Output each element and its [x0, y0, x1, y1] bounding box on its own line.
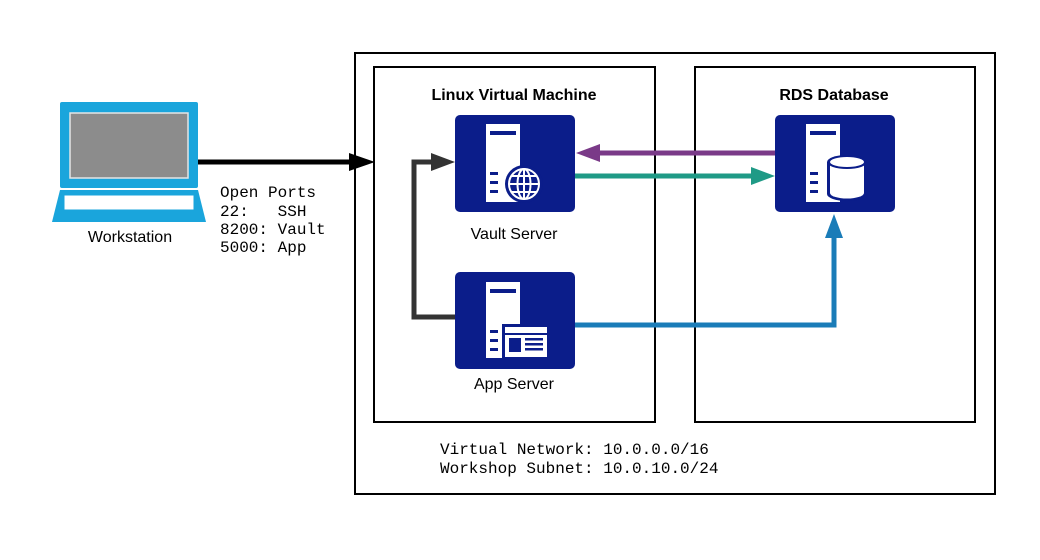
globe-icon — [508, 168, 540, 200]
vault-server-icon — [455, 115, 575, 212]
linux-vm-title: Linux Virtual Machine — [431, 87, 596, 104]
application-window-icon — [505, 327, 547, 357]
rds-to-vault-arrow — [576, 144, 775, 162]
laptop-icon — [52, 102, 206, 222]
app-server-icon — [455, 272, 575, 369]
open-port-app: 5000: App — [220, 239, 306, 257]
open-port-vault: 8200: Vault — [220, 221, 326, 239]
workstation-to-vm-arrow — [198, 153, 375, 171]
open-port-ssh: 22: SSH — [220, 203, 306, 221]
vault-server-label: Vault Server — [471, 226, 559, 243]
database-server-icon — [775, 115, 895, 212]
rds-title: RDS Database — [779, 87, 888, 104]
workstation-label: Workstation — [88, 229, 172, 246]
vault-to-rds-arrow — [575, 167, 775, 185]
virtual-network-text: Virtual Network: 10.0.0.0/16 — [440, 441, 709, 459]
app-to-vault-arrow — [411, 153, 455, 320]
linux-vm-container — [373, 66, 656, 423]
app-server-label: App Server — [474, 376, 555, 393]
open-ports-title: Open Ports — [220, 184, 316, 202]
workshop-subnet-text: Workshop Subnet: 10.0.10.0/24 — [440, 460, 718, 478]
database-cylinder-icon — [827, 155, 867, 201]
rds-container — [694, 66, 976, 423]
virtual-network-boundary — [354, 52, 996, 495]
app-to-rds-arrow — [575, 214, 843, 328]
